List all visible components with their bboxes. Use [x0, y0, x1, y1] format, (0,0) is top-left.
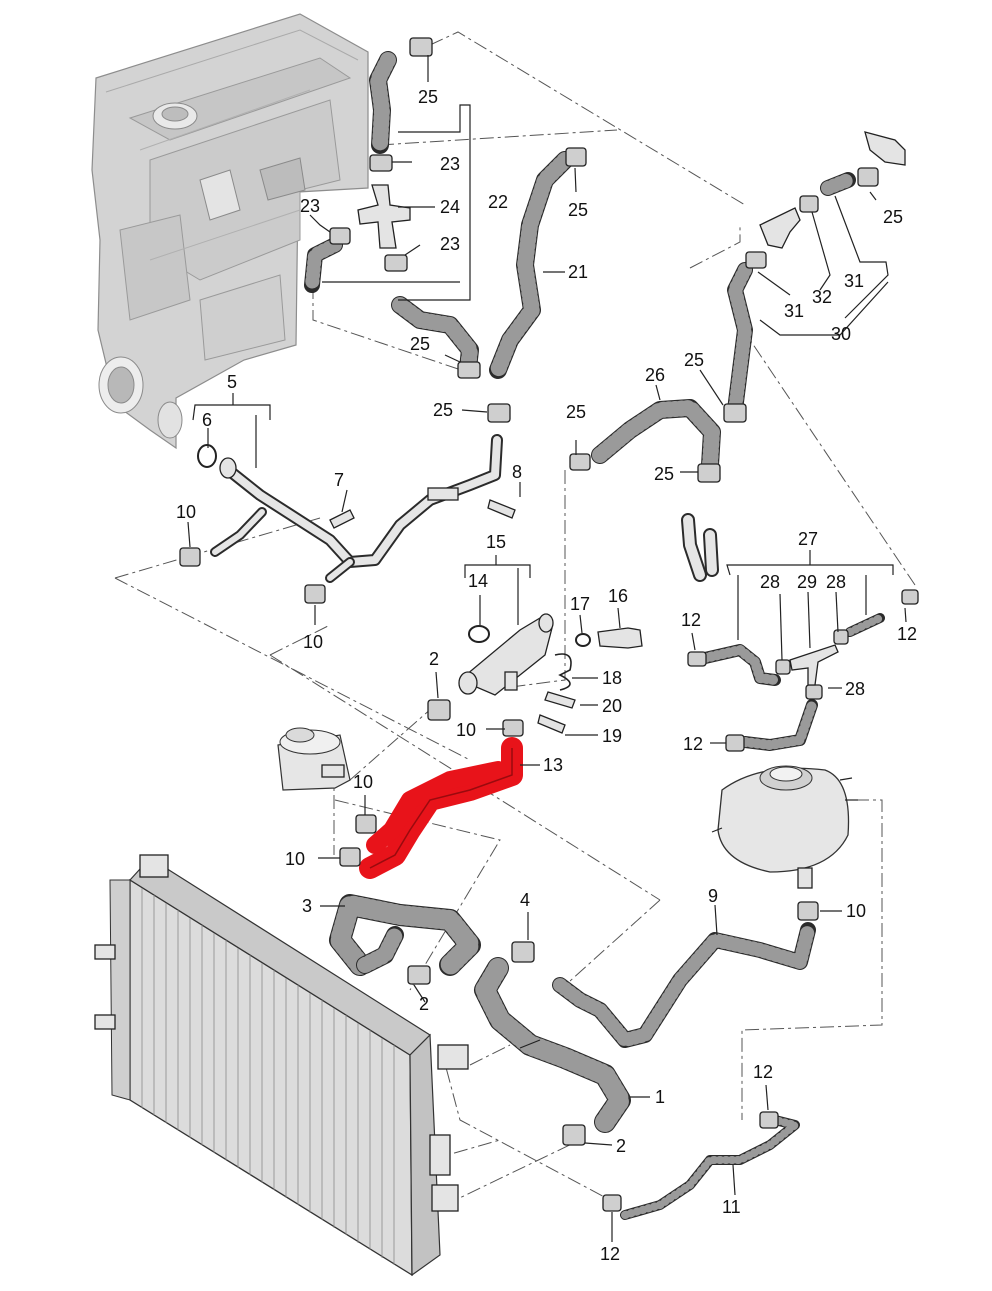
- callout-16: 16: [608, 586, 628, 606]
- callout-15: 15: [486, 532, 506, 552]
- callout-23: 23: [440, 154, 460, 174]
- callout-10: 10: [846, 901, 866, 921]
- callout-6: 6: [202, 410, 212, 430]
- callout-19: 19: [602, 726, 622, 746]
- callout-3: 3: [302, 896, 312, 916]
- engine-block: [91, 13, 369, 450]
- callout-17: 17: [570, 594, 590, 614]
- callout-25: 25: [566, 402, 586, 422]
- callout-31: 31: [784, 301, 804, 321]
- callout-18: 18: [602, 668, 622, 688]
- callout-31: 31: [844, 271, 864, 291]
- callout-8: 8: [512, 462, 522, 482]
- callout-22: 22: [488, 192, 508, 212]
- callout-28: 28: [826, 572, 846, 592]
- radiator: [94, 854, 469, 1277]
- callout-26: 26: [645, 365, 665, 385]
- callout-25: 25: [883, 207, 903, 227]
- callout-29: 29: [797, 572, 817, 592]
- callout-2: 2: [419, 994, 429, 1014]
- callout-25: 25: [418, 87, 438, 107]
- callout-12: 12: [753, 1062, 773, 1082]
- callout-24: 24: [440, 197, 460, 217]
- callout-10: 10: [285, 849, 305, 869]
- callout-25: 25: [410, 334, 430, 354]
- callout-7: 7: [334, 470, 344, 490]
- callout-11: 11: [722, 1197, 741, 1217]
- callout-23: 23: [440, 234, 460, 254]
- callout-30: 30: [831, 324, 851, 344]
- assembly-reference-lines: [114, 31, 916, 1206]
- callout-14: 14: [468, 571, 488, 591]
- expansion-tank: [711, 765, 858, 889]
- callout-32: 32: [812, 287, 832, 307]
- callout-12: 12: [681, 610, 701, 630]
- callout-5: 5: [227, 372, 237, 392]
- callout-25: 25: [654, 464, 674, 484]
- callout-21: 21: [568, 262, 588, 282]
- callout-20: 20: [602, 696, 622, 716]
- hoses: [304, 51, 885, 1220]
- callout-25: 25: [684, 350, 704, 370]
- callout-28: 28: [760, 572, 780, 592]
- clamps-and-fittings: [179, 37, 919, 1212]
- power-steering-reservoir: [277, 727, 351, 791]
- callout-23: 23: [300, 196, 320, 216]
- coolant-hose-13-highlighted: [359, 737, 523, 879]
- callout-13: 13: [543, 755, 563, 775]
- callout-25: 25: [568, 200, 588, 220]
- callout-labels: 25 23 24 22 23 23 25 21 25 25 5 6 7 8 10…: [176, 87, 917, 1264]
- coolant-pipe-5: [210, 434, 503, 583]
- callout-10: 10: [176, 502, 196, 522]
- callout-12: 12: [683, 734, 703, 754]
- callout-2: 2: [616, 1136, 626, 1156]
- callout-4: 4: [520, 890, 530, 910]
- callout-10: 10: [353, 772, 373, 792]
- callout-28: 28: [845, 679, 865, 699]
- callout-9: 9: [708, 886, 718, 906]
- callout-1: 1: [655, 1087, 665, 1107]
- callout-10: 10: [303, 632, 323, 652]
- callout-2: 2: [429, 649, 439, 669]
- callout-10: 10: [456, 720, 476, 740]
- callout-25: 25: [433, 400, 453, 420]
- callout-12: 12: [897, 624, 917, 644]
- callout-27: 27: [798, 529, 818, 549]
- leader-lines: [187, 55, 907, 1242]
- callout-12: 12: [600, 1244, 620, 1264]
